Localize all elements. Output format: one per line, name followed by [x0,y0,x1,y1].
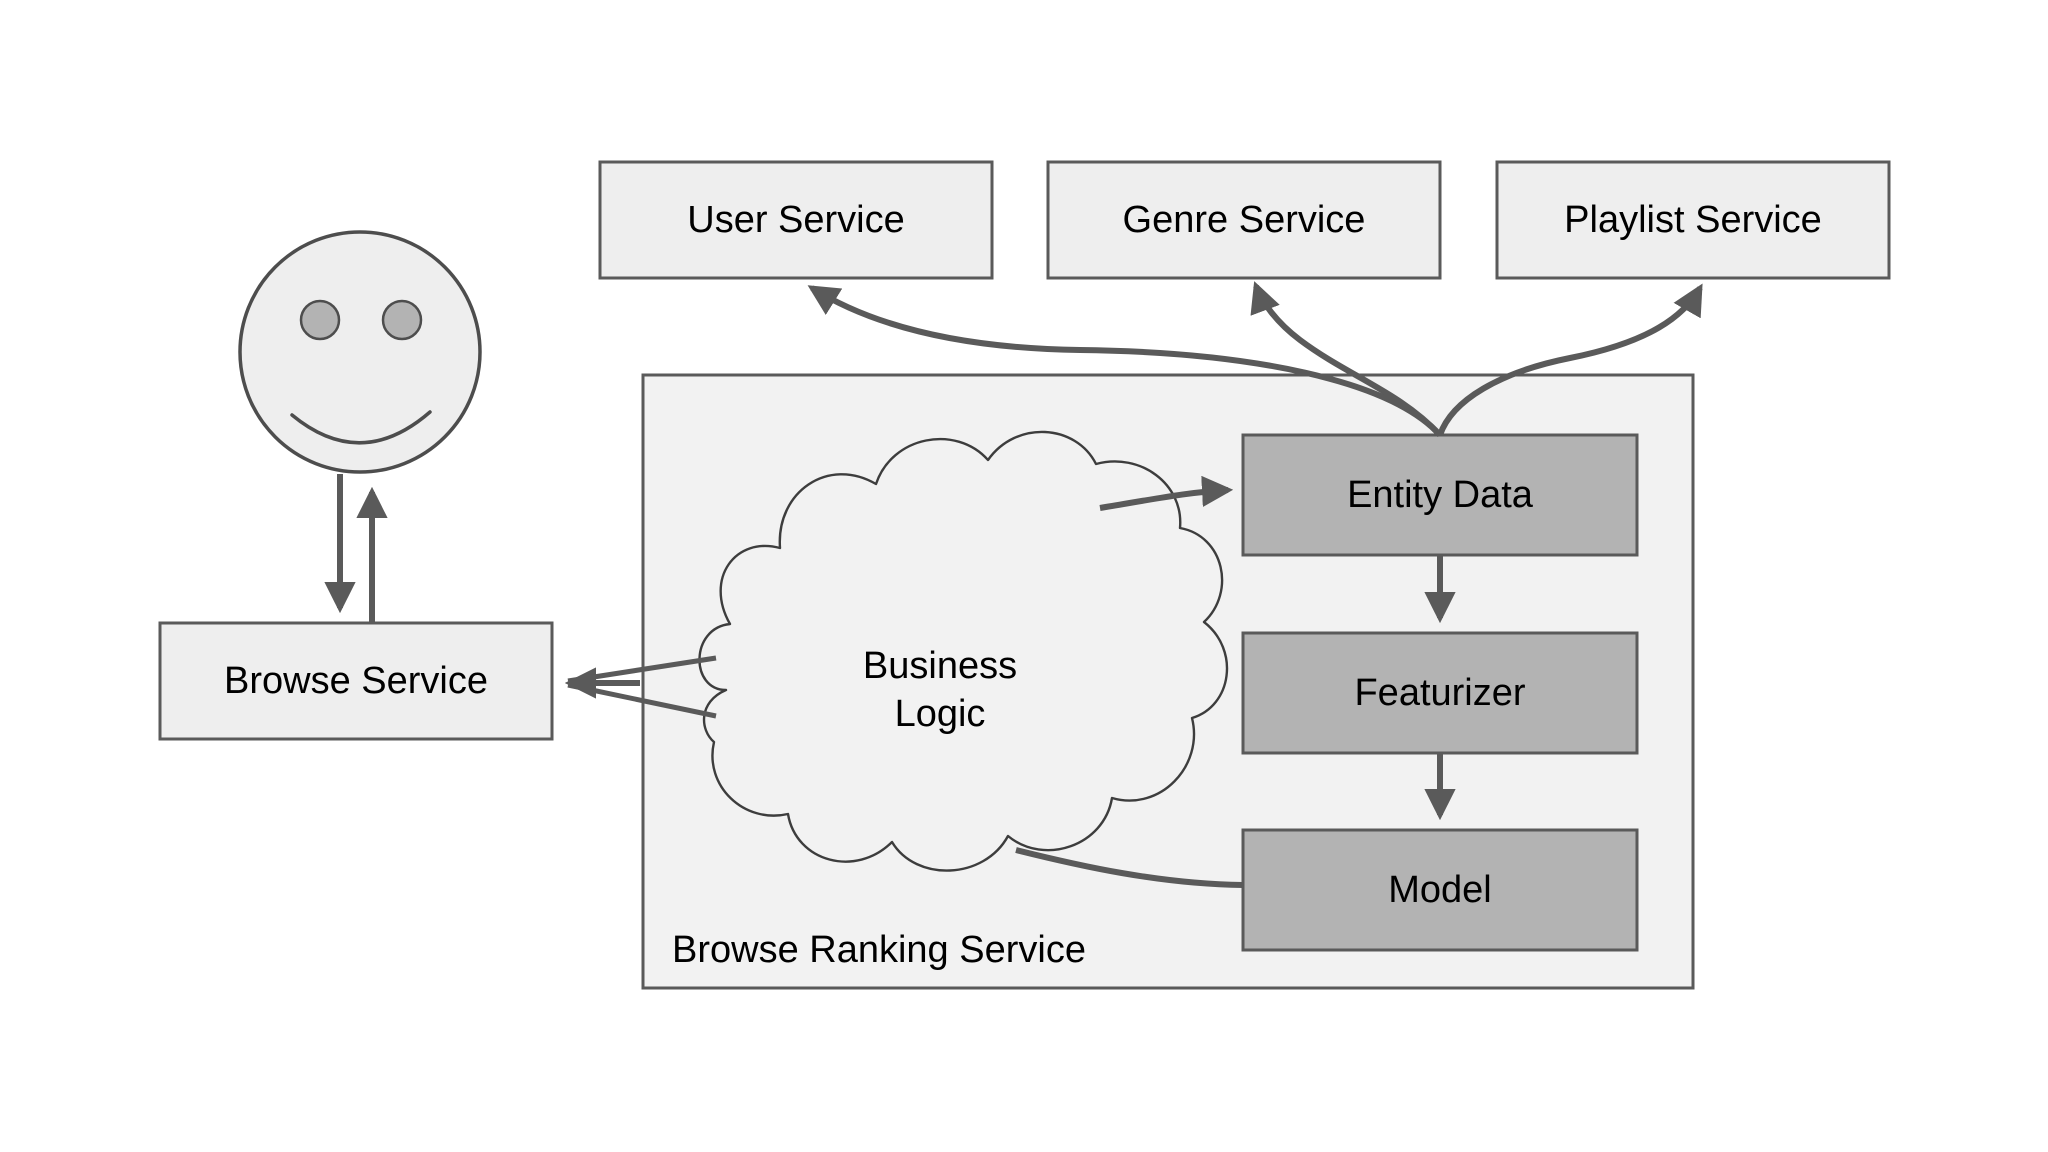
model-rect [1241,828,1639,952]
playlist-service-rect [1495,160,1891,280]
business-logic-label-line1: Business [863,645,1017,687]
entity-data-rect [1241,433,1639,557]
edge-logic-to-entity-data [1099,475,1234,511]
user-actor[interactable] [238,230,482,474]
container-label: Browse Ranking Service [672,929,1086,971]
edge-model-to-business-logic [1015,847,1244,888]
smiley-mouth-icon [290,410,432,445]
genre-service-rect [1046,160,1442,280]
featurizer-node[interactable]: Featurizer [1241,631,1639,755]
featurizer-label: Featurizer [1354,672,1525,714]
genre-service-label: Genre Service [1123,199,1366,241]
model-node[interactable]: Model [1241,828,1639,952]
smiley-right-eye-icon [381,299,423,341]
entity-data-node[interactable]: Entity Data [1241,433,1639,557]
external-service-genre-service[interactable]: Genre Service [1046,160,1442,280]
smiley-face-icon [238,230,482,474]
business-logic-cloud[interactable]: Business Logic [698,430,1229,872]
browse-service-label: Browse Service [224,660,488,702]
playlist-service-label: Playlist Service [1564,199,1822,241]
browse-service-rect [158,621,554,741]
business-logic-label-line2: Logic [895,693,986,735]
cloud-shape-icon [698,430,1229,872]
featurizer-rect [1241,631,1639,755]
external-service-user-service[interactable]: User Service [598,160,994,280]
smiley-left-eye-icon [299,299,341,341]
user-service-label: User Service [687,199,905,241]
external-service-playlist-service[interactable]: Playlist Service [1495,160,1891,280]
model-label: Model [1388,869,1492,911]
user-service-rect [598,160,994,280]
edge-entity-data-to-playlist-service [1437,283,1703,437]
entity-data-label: Entity Data [1347,474,1534,516]
edge-entity-data-to-user-service [807,285,1443,438]
edge-entity-data-to-genre-service [1250,281,1443,438]
browse-service-node[interactable]: Browse Service [158,621,554,741]
